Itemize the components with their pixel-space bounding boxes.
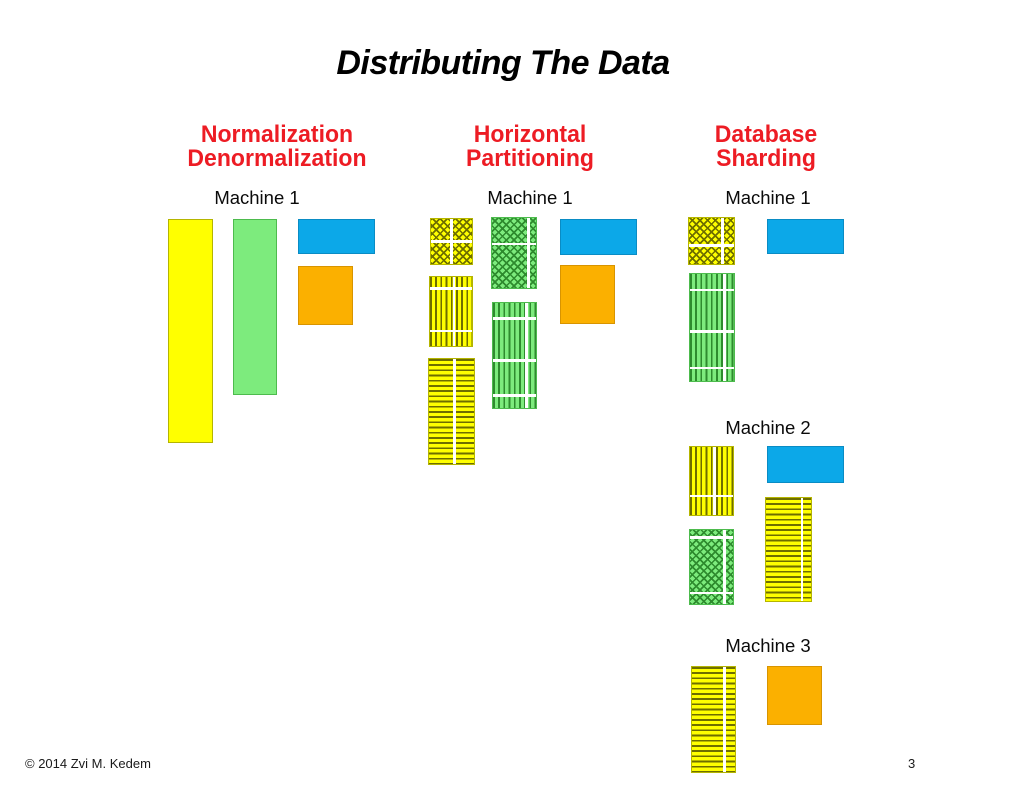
shard-divider — [493, 317, 536, 321]
shard-divider — [493, 359, 536, 363]
partitioning-orange-table — [560, 265, 615, 324]
shard-divider — [450, 219, 453, 264]
normalization-blue-table — [298, 219, 375, 254]
shard-divider — [689, 244, 734, 247]
partitioning-yellow-vstripe-table — [429, 276, 473, 347]
normalization-orange-table — [298, 266, 353, 325]
shard-divider — [723, 530, 726, 604]
shard-divider — [453, 359, 456, 464]
machine-label-partitioning-machine-1: Machine 1 — [487, 187, 573, 208]
sharding-m1-green-vstripe-shard — [689, 273, 735, 382]
column-header-line: Denormalization — [187, 145, 367, 172]
shard-divider — [723, 274, 726, 381]
shard-divider — [430, 329, 472, 333]
normalization-green-table — [233, 219, 277, 395]
shard-divider — [525, 303, 528, 408]
shard-divider — [492, 242, 536, 246]
column-header-line: Database — [714, 121, 818, 148]
normalization-yellow-table — [168, 219, 213, 443]
partitioning-green-vstripe-table — [492, 302, 537, 409]
column-header-line: Horizontal — [473, 121, 587, 148]
machine-label-sharding-machine-2: Machine 2 — [725, 417, 811, 438]
shard-divider — [690, 366, 734, 370]
column-header-line: Sharding — [716, 145, 816, 172]
sharding-m3-yellow-hstripe-shard — [691, 666, 736, 773]
machine-label-sharding-machine-1: Machine 1 — [725, 187, 811, 208]
shard-divider — [690, 536, 733, 539]
sharding-m2-yellow-hstripe-shard — [765, 497, 812, 602]
shard-divider — [690, 288, 734, 292]
column-header-line: Normalization — [200, 121, 354, 148]
partitioning-yellow-crosshatch-table — [430, 218, 473, 265]
footer-page-number: 3 — [908, 756, 916, 771]
shard-divider — [493, 394, 536, 397]
machine-label-sharding-machine-3: Machine 3 — [725, 635, 811, 656]
shard-divider — [721, 218, 725, 264]
sharding-m2-green-crosshatch-shard — [689, 529, 734, 605]
sharding-m1-yellow-crosshatch-shard — [688, 217, 735, 265]
sharding-m1-blue-table — [767, 219, 844, 254]
sharding-m3-orange-table — [767, 666, 822, 725]
partitioning-yellow-hstripe-table — [428, 358, 475, 465]
shard-divider — [452, 277, 456, 346]
slide-title: Distributing The Data — [336, 44, 670, 82]
shard-divider — [430, 287, 472, 291]
sharding-m2-blue-table — [767, 446, 844, 483]
shard-divider — [690, 494, 733, 498]
shard-divider — [713, 447, 716, 515]
sharding-m2-yellow-vstripe-shard — [689, 446, 734, 516]
shard-divider — [690, 330, 734, 334]
machine-label-normalization-machine-1: Machine 1 — [214, 187, 300, 208]
shard-divider — [722, 667, 726, 772]
footer-copyright: © 2014 Zvi M. Kedem — [25, 756, 151, 771]
shard-divider — [800, 498, 804, 601]
partitioning-green-crosshatch-table — [491, 217, 537, 289]
column-header-line: Partitioning — [466, 145, 594, 172]
shard-divider — [527, 218, 530, 288]
shard-divider — [690, 591, 733, 595]
partitioning-blue-table — [560, 219, 637, 255]
